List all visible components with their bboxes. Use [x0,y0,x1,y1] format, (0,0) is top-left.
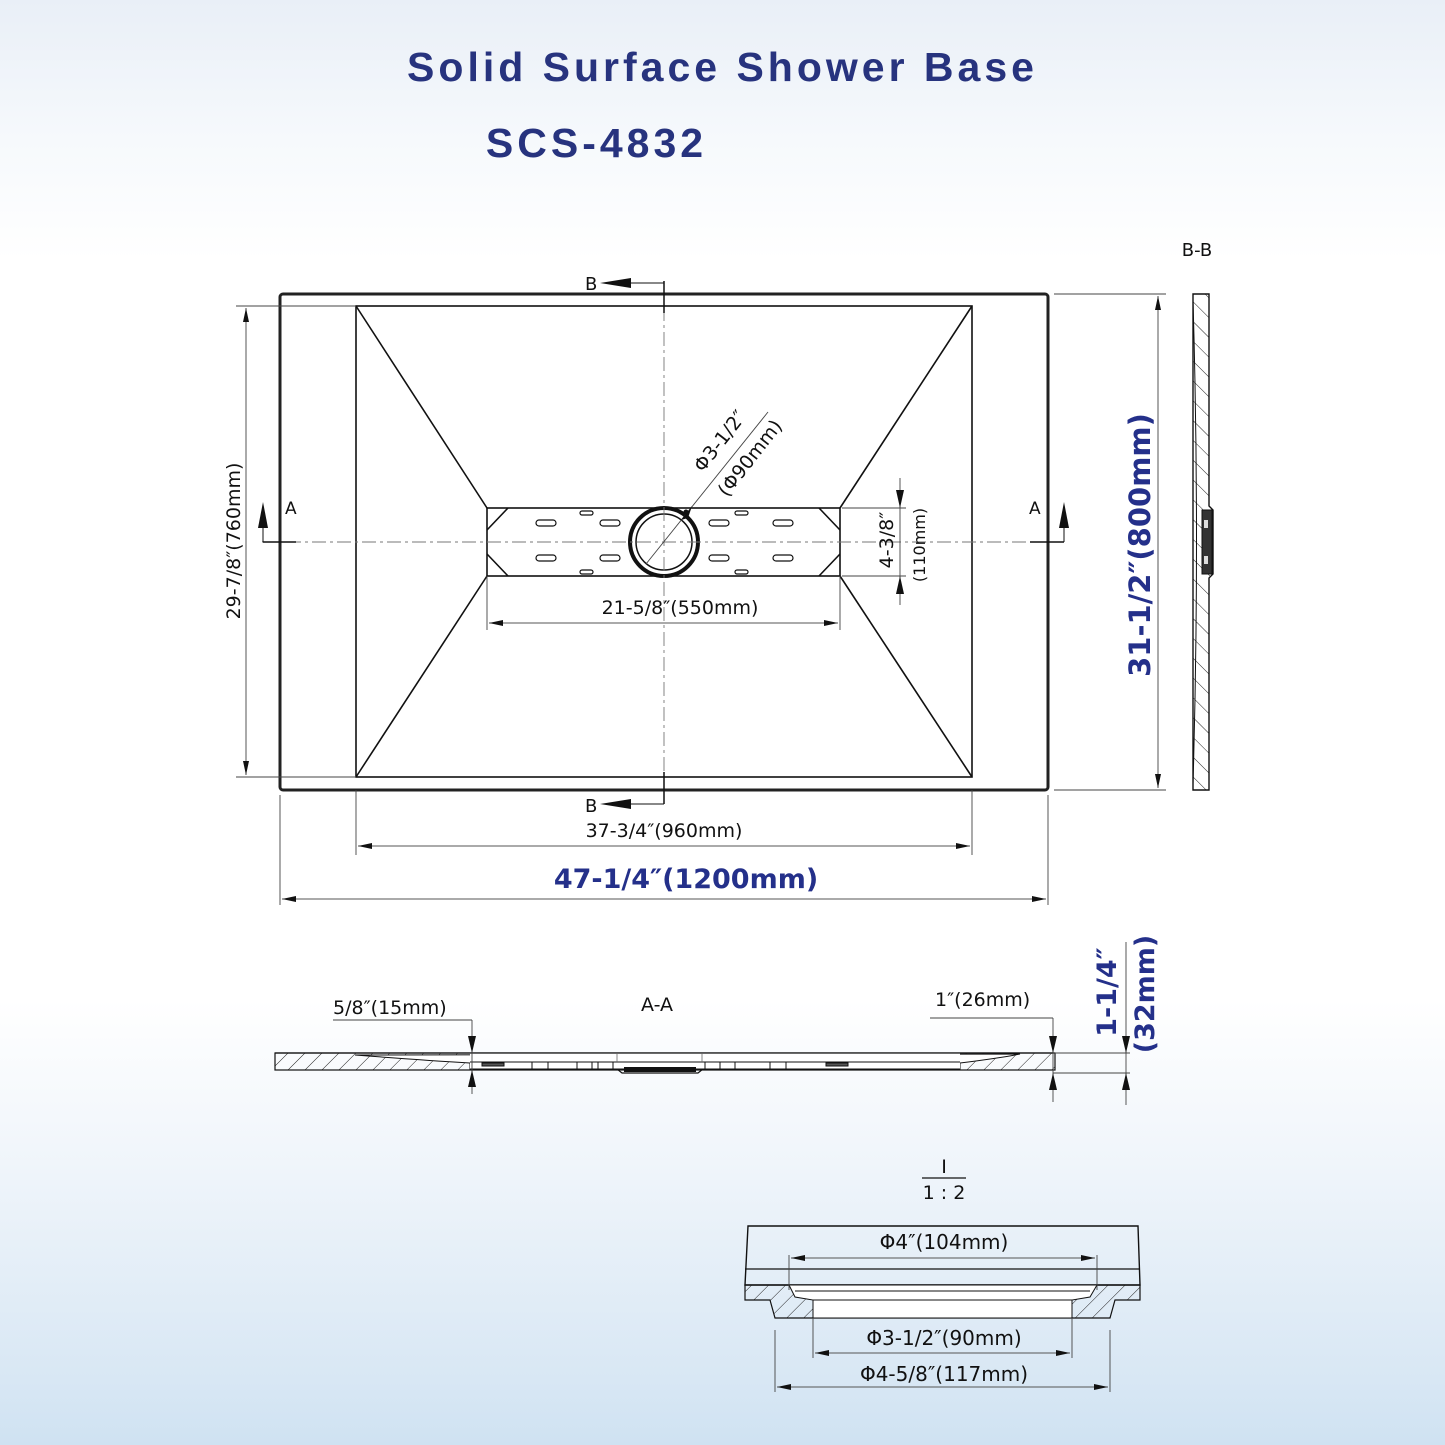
svg-text:I: I [941,1156,947,1178]
dimension-edge-thickness-left: 5/8″(15mm) [333,997,476,1094]
dimension-edge-thickness-right: 1″(26mm) [930,989,1130,1102]
section-bb: B-B [1182,240,1214,791]
page-title: Solid Surface Shower Base [407,44,1038,90]
svg-text:A: A [1029,499,1041,519]
section-marker-a-left: A [258,499,297,543]
plan-view: A A B B 29-7/8″(760mm) [223,274,1166,905]
dimension-inner-width: 37-3/4″(960mm) [355,790,973,855]
svg-text:21-5/8″(550mm): 21-5/8″(550mm) [602,597,759,619]
dimension-bore-diameter: Φ3-1/2″(90mm) [812,1318,1073,1358]
section-marker-a-right: A [1029,499,1069,543]
svg-text:5/8″(15mm): 5/8″(15mm) [333,997,447,1019]
svg-text:1″(26mm): 1″(26mm) [935,989,1030,1011]
svg-text:1 : 2: 1 : 2 [923,1182,966,1204]
svg-text:A: A [285,499,297,519]
section-aa: A-A 5/8″(15mm) [274,935,1161,1105]
dimension-inner-depth: 29-7/8″(760mm) [223,305,356,778]
svg-text:B: B [585,796,597,817]
dimension-outer-diameter: Φ4-5/8″(117mm) [774,1330,1111,1392]
svg-text:Φ4-5/8″(117mm): Φ4-5/8″(117mm) [860,1362,1028,1386]
svg-text:B: B [585,274,597,295]
svg-text:4-3/8″: 4-3/8″ [876,512,898,569]
svg-text:(32mm): (32mm) [1130,935,1161,1054]
drain-slots [535,510,794,575]
svg-text:(110mm): (110mm) [910,508,929,582]
svg-text:Φ4″(104mm): Φ4″(104mm) [880,1230,1009,1254]
model-number: SCS-4832 [485,120,708,166]
detail-i: I 1 : 2 Φ4″(104mm) Φ3-1/2″(90mm) Φ4-5/8″… [744,1156,1141,1392]
dimension-drain-diameter: Φ3-1/2″ (Φ90mm) [645,406,787,565]
dimension-drain-channel-width: 4-3/8″ (110mm) [842,478,929,605]
svg-text:29-7/8″(760mm): 29-7/8″(760mm) [223,463,245,620]
svg-text:31-1/2″(800mm): 31-1/2″(800mm) [1123,413,1157,677]
svg-text:Φ3-1/2″(90mm): Φ3-1/2″(90mm) [866,1326,1021,1350]
dimension-drain-channel-length: 21-5/8″(550mm) [486,576,841,630]
dimension-overall-width: 47-1/4″(1200mm) [279,795,1049,905]
dimension-total-height: 1-1/4″ (32mm) [1092,935,1161,1105]
svg-text:47-1/4″(1200mm): 47-1/4″(1200mm) [554,864,818,895]
section-marker-b-bottom: B [585,772,665,817]
svg-text:1-1/4″: 1-1/4″ [1092,947,1123,1037]
dimension-flange-diameter: Φ4″(104mm) [788,1230,1098,1290]
svg-text:B-B: B-B [1182,240,1213,261]
svg-text:A-A: A-A [641,994,673,1016]
dimension-overall-depth: 31-1/2″(800mm) [1054,293,1166,791]
svg-text:37-3/4″(960mm): 37-3/4″(960mm) [586,820,743,842]
section-marker-b-top: B [585,274,665,313]
